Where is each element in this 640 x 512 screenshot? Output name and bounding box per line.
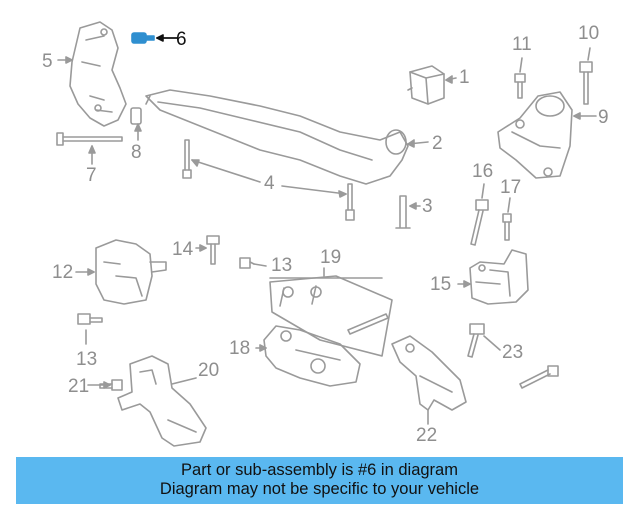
- diagram-drawing: [56, 21, 597, 447]
- banner-line-2: Diagram may not be specific to your vehi…: [159, 480, 480, 498]
- callout-18: 18: [229, 338, 251, 359]
- callout-3: 3: [422, 196, 433, 217]
- part-11-bolt: [514, 73, 526, 99]
- banner-line-1: Part or sub-assembly is #6 in diagram: [181, 461, 458, 479]
- part-18-bracket: [263, 325, 361, 387]
- part-7-bolt: [56, 132, 123, 146]
- callout-6: 6: [176, 29, 187, 50]
- callout-12: 12: [52, 262, 74, 283]
- part-13-bolt-a: [239, 257, 255, 269]
- part-9-mount: [497, 91, 573, 179]
- part-1-mount: [407, 65, 445, 105]
- part-19-group: [269, 275, 393, 357]
- callout-22: 22: [416, 425, 438, 446]
- callout-16: 16: [472, 161, 494, 182]
- callout-11: 11: [512, 34, 532, 55]
- part-15-mount: [469, 249, 529, 305]
- callout-19: 19: [320, 247, 342, 268]
- info-banner: Part or sub-assembly is #6 in diagram Di…: [16, 457, 623, 504]
- part-16-bolt: [470, 199, 489, 246]
- part-13-bolt-b: [77, 313, 103, 325]
- callout-15: 15: [430, 274, 452, 295]
- leader-lines: [57, 47, 597, 425]
- part-20-mount: [117, 355, 207, 447]
- part-10-bolt: [579, 61, 593, 105]
- part-4-bolt-a: [182, 139, 192, 179]
- callout-13-upper: 13: [271, 255, 293, 276]
- part-2-crossmember: [145, 89, 409, 185]
- part-6-bolt: [131, 32, 179, 44]
- part-17-bolt: [502, 213, 512, 241]
- part-4-bolt-b: [345, 183, 355, 221]
- callout-2: 2: [432, 133, 443, 154]
- callout-1: 1: [459, 67, 470, 88]
- part-12-mount: [95, 239, 167, 305]
- callout-5: 5: [42, 51, 53, 72]
- callout-21: 21: [68, 376, 90, 397]
- parts-diagram: 1 2 3 4 5 6 7 8 9 10 11 12 13 13 14 15 1…: [42, 21, 609, 447]
- callout-23: 23: [502, 342, 524, 363]
- callout-13-lower: 13: [76, 349, 98, 370]
- part-8-nut: [130, 107, 142, 125]
- callout-9: 9: [598, 107, 609, 128]
- callout-4: 4: [264, 173, 275, 194]
- callout-17: 17: [500, 177, 522, 198]
- part-5-bracket: [69, 21, 127, 127]
- callout-14: 14: [172, 239, 194, 260]
- callout-7: 7: [86, 165, 97, 186]
- part-23-bolt-a: [467, 323, 485, 358]
- part-14-bolt: [206, 235, 220, 265]
- callout-20: 20: [198, 360, 220, 381]
- part-22-bracket: [391, 335, 467, 411]
- part-3-pin: [395, 195, 411, 229]
- callout-10: 10: [578, 23, 600, 44]
- callout-8: 8: [131, 142, 142, 163]
- part-23-bolt-b: [519, 365, 559, 389]
